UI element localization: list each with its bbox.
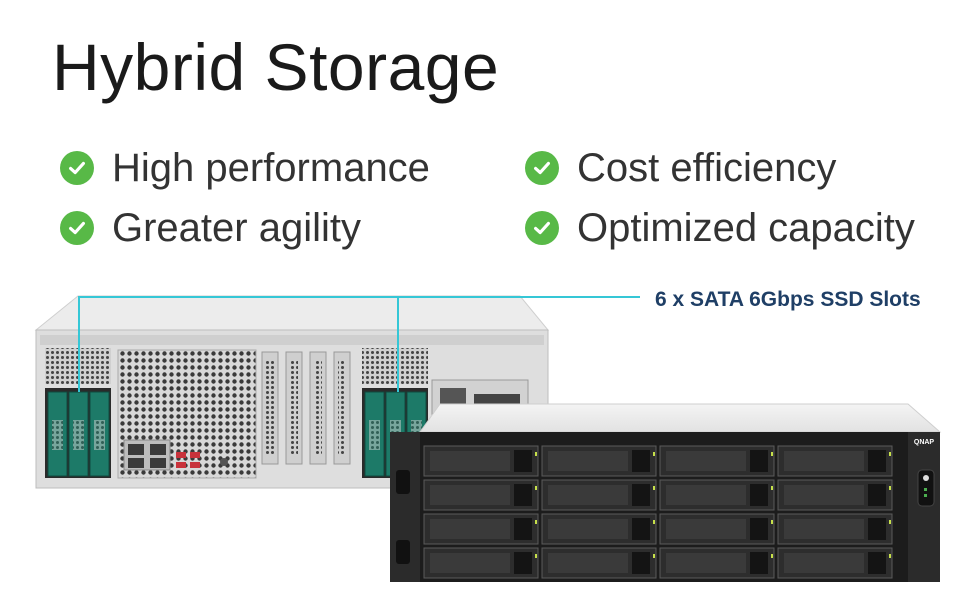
drive-bay [541,513,657,545]
drive-bay [423,547,539,579]
callout-lines [78,296,640,392]
drive-bay [659,479,775,511]
drive-bay [541,445,657,477]
drive-bay [423,513,539,545]
drive-bay [541,479,657,511]
drive-bay [777,479,893,511]
ssd-slots-callout: 6 x SATA 6Gbps SSD Slots [655,288,921,311]
drive-bay [777,445,893,477]
ssd-tray-group-left [47,391,110,477]
brand-logo: QNAP [914,439,935,446]
feature-label: High performance [112,146,430,190]
drive-bay [659,445,775,477]
drive-bay [423,479,539,511]
drive-bay [541,547,657,579]
drive-bay [423,445,539,477]
feature-greater-agility: Greater agility [60,208,361,248]
drive-bay [777,547,893,579]
check-circle-icon [525,211,559,245]
feature-cost-efficiency: Cost efficiency [525,148,836,188]
feature-label: Greater agility [112,206,361,250]
hdd-bays [423,445,893,579]
drive-bay [659,547,775,579]
feature-label: Optimized capacity [577,206,915,250]
check-circle-icon [525,151,559,185]
feature-high-performance: High performance [60,148,430,188]
drive-bay [777,513,893,545]
front-chassis: QNAP [390,403,942,582]
check-circle-icon [60,211,94,245]
check-circle-icon [60,151,94,185]
feature-optimized-capacity: Optimized capacity [525,208,915,248]
feature-label: Cost efficiency [577,146,837,190]
drive-bay [659,513,775,545]
page-title: Hybrid Storage [52,30,500,104]
